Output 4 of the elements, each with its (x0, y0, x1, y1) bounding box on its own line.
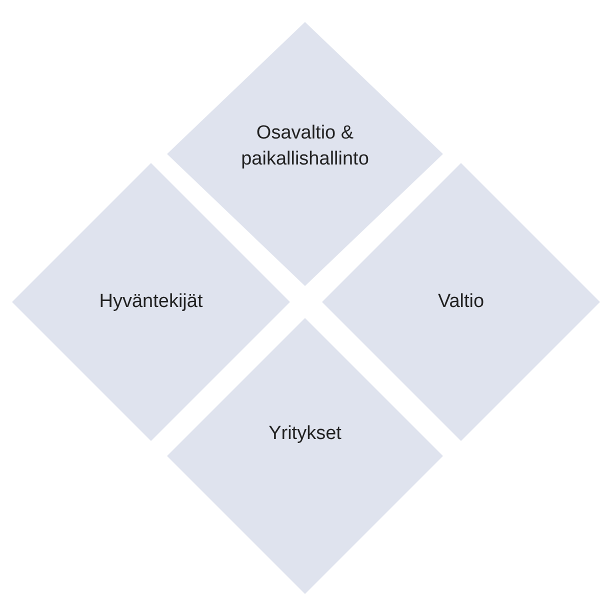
node-label: Valtio (436, 290, 486, 314)
node-label: Hyväntekijät (98, 290, 204, 314)
node-label: Osavaltio & paikallishallinto (240, 121, 370, 171)
node-label: Yritykset (268, 422, 342, 446)
